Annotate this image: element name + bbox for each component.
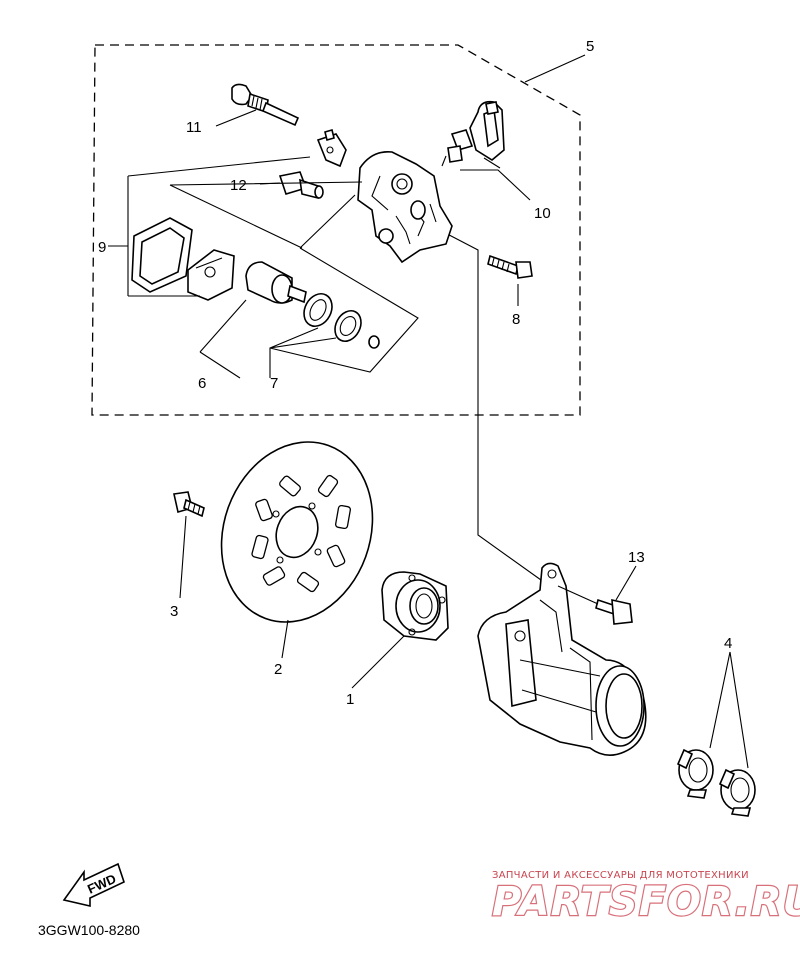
leader-1 — [351, 635, 405, 689]
watermark: ЗАПЧАСТИ И АКСЕССУАРЫ ДЛЯ МОТОТЕХНИКИ PA… — [491, 870, 800, 926]
bleed-screw-12 — [278, 171, 324, 200]
watermark-brand: PARTSFOR.RU — [492, 879, 800, 925]
brake-disc-2 — [220, 441, 374, 623]
bolt-8 — [487, 254, 533, 279]
leader-10 — [460, 169, 531, 201]
callout-12: 12 — [230, 177, 247, 194]
diagram-code: 3GGW100-8280 — [38, 922, 140, 938]
leader-5 — [524, 54, 586, 83]
leader-7 — [269, 327, 337, 378]
leader-9 — [108, 156, 311, 297]
piston-group-guide — [169, 181, 419, 373]
caliper-assembly-boundary — [91, 44, 581, 416]
bolt-13 — [595, 598, 633, 625]
axle-housing — [477, 562, 647, 756]
disc-bolt-3 — [173, 491, 205, 518]
leader-2 — [281, 619, 289, 659]
callout-6: 6 — [198, 375, 206, 392]
callout-3: 3 — [170, 603, 178, 620]
pad-pin-bolt — [441, 129, 474, 167]
leader-4 — [709, 651, 749, 769]
callout-13: 13 — [628, 549, 645, 566]
leader-13 — [615, 565, 637, 601]
callout-2: 2 — [274, 661, 282, 678]
callout-4: 4 — [724, 635, 732, 652]
watermark-tagline: ЗАПЧАСТИ И АКСЕССУАРЫ ДЛЯ МОТОТЕХНИКИ — [492, 870, 749, 881]
callout-9: 9 — [98, 239, 106, 256]
pad-spring-clip — [316, 129, 347, 168]
leader-6 — [199, 299, 247, 379]
leader-3 — [179, 515, 187, 599]
fwd-arrow-icon: FWD — [62, 862, 125, 908]
piston-seals-7 — [303, 292, 380, 349]
callout-8: 8 — [512, 311, 520, 328]
callout-labels: 5 11 12 10 9 8 6 7 3 13 4 2 1 — [98, 38, 732, 708]
alignment-line-13 — [557, 585, 599, 605]
callout-11: 11 — [186, 119, 202, 136]
axle-nuts-4 — [676, 748, 756, 817]
leader-10b — [483, 157, 501, 169]
callout-7: 7 — [270, 375, 278, 392]
caliper-body — [357, 151, 453, 264]
callout-5: 5 — [586, 38, 594, 55]
hub-flange-1 — [381, 571, 449, 641]
callout-1: 1 — [346, 691, 354, 708]
piston-6 — [245, 261, 307, 304]
slide-pin-11 — [231, 83, 300, 127]
callout-10: 10 — [534, 205, 551, 222]
leader-11 — [215, 109, 257, 127]
alignment-line — [429, 224, 549, 586]
brake-pads-9 — [131, 217, 235, 301]
pad-support-10 — [469, 100, 505, 161]
